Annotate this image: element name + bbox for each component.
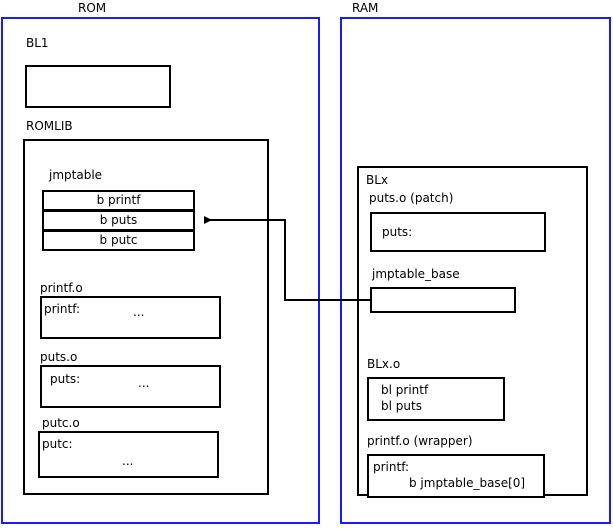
romlib-putc-symbol: putc: <box>42 437 73 451</box>
bl1-box <box>25 65 171 108</box>
jmptable-entry-1: b puts <box>42 210 195 231</box>
jmptable-caption: jmptable <box>49 168 103 182</box>
romlib-printf-o-box: printf: ... <box>40 296 221 339</box>
jmptable-base-box <box>370 287 516 313</box>
printf-wrapper-symbol: printf: <box>373 460 410 474</box>
romlib-puts-symbol: puts: <box>50 372 81 386</box>
romlib-putc-body: ... <box>122 454 134 468</box>
puts-patch-box: puts: <box>370 212 546 252</box>
puts-patch-symbol: puts: <box>382 225 413 239</box>
puts-patch-caption: puts.o (patch) <box>369 191 454 205</box>
romlib-putc-o-box: putc: ... <box>38 431 219 478</box>
printf-wrapper-caption: printf.o (wrapper) <box>367 434 473 448</box>
romlib-printf-body: ... <box>133 305 145 319</box>
romlib-printf-symbol: printf: <box>44 302 81 316</box>
printf-wrapper-branch: b jmptable_base[0] <box>409 476 526 490</box>
jmptable-entry-0: b printf <box>42 190 195 211</box>
blx-o-line-2: bl puts <box>381 399 422 413</box>
romlib-printf-o-caption: printf.o <box>40 281 83 295</box>
rom-region-label: ROM <box>78 1 107 15</box>
jmptable-base-caption: jmptable_base <box>372 267 460 281</box>
blx-o-caption: BLx.o <box>367 357 401 371</box>
romlib-caption: ROMLIB <box>26 119 73 133</box>
romlib-puts-body: ... <box>138 376 150 390</box>
blx-caption: BLx <box>366 173 389 187</box>
romlib-putc-o-caption: putc.o <box>42 416 80 430</box>
blx-o-box: bl printf bl puts <box>367 377 505 421</box>
jmptable-entry-2: b putc <box>42 230 195 251</box>
romlib-puts-o-box: puts: ... <box>40 365 221 408</box>
ram-region-label: RAM <box>352 1 379 15</box>
bl1-caption: BL1 <box>26 36 49 50</box>
blx-o-line-1: bl printf <box>381 383 429 397</box>
romlib-puts-o-caption: puts.o <box>40 350 78 364</box>
printf-wrapper-box: printf: b jmptable_base[0] <box>367 454 545 498</box>
